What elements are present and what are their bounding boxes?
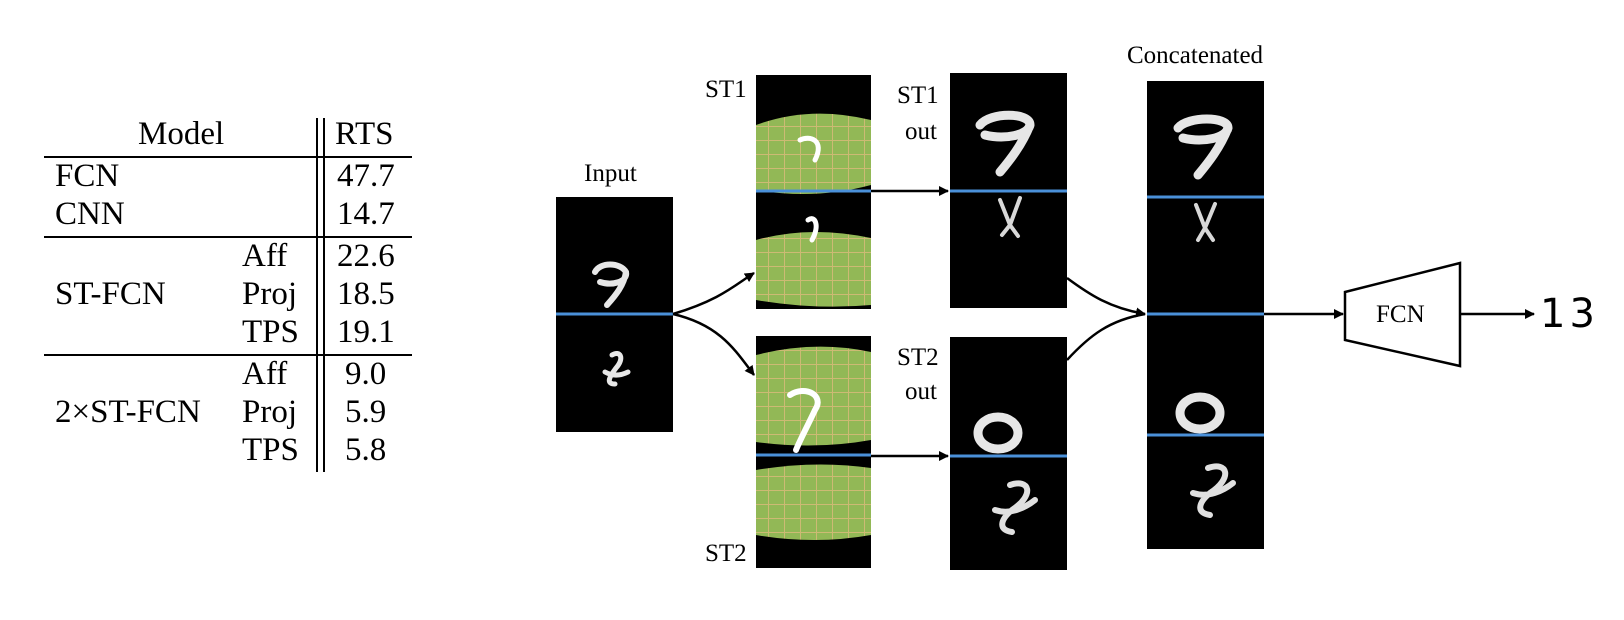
table-rule-header	[44, 156, 412, 158]
table-double-rule-left	[316, 118, 318, 472]
table-cell-rts: 14.7	[337, 196, 395, 232]
arrow-st1out-to-concat	[1066, 276, 1146, 318]
st2-out-label-bottom: out	[905, 378, 937, 405]
table-cell-rts: 18.5	[337, 276, 395, 312]
input-panel	[556, 197, 673, 432]
table-cell-variant: Proj	[242, 276, 298, 312]
fcn-block	[1343, 261, 1462, 368]
table-cell-rts: 5.8	[345, 432, 387, 468]
arrow-input-to-st1	[672, 271, 755, 316]
table-rule-group1	[44, 236, 412, 238]
st1-out-label-bottom: out	[905, 118, 937, 145]
table-cell-variant: Aff	[242, 356, 288, 392]
output-value: 13	[1540, 291, 1599, 337]
table-cell-rts: 22.6	[337, 238, 395, 274]
results-table: Model RTS FCN CNN ST-FCN 2×ST-FCN Aff Pr…	[0, 0, 470, 620]
fcn-label: FCN	[1376, 301, 1425, 328]
st2-out-label-top: ST2	[897, 344, 939, 371]
st1-out-panel	[950, 73, 1067, 308]
table-cell-rts: 9.0	[345, 356, 387, 392]
table-cell-rts: 5.9	[345, 394, 387, 430]
table-cell-model: ST-FCN	[55, 276, 166, 312]
table-rule-group2	[44, 354, 412, 356]
st1-out-label-top: ST1	[897, 82, 939, 109]
arrow-st2out-to-concat	[1066, 312, 1146, 361]
table-cell-model: CNN	[55, 196, 125, 232]
table-cell-variant: Aff	[242, 238, 288, 274]
concatenated-label: Concatenated	[1127, 42, 1264, 69]
st2-label: ST2	[705, 540, 747, 567]
table-cell-rts: 19.1	[337, 314, 395, 350]
table-header-rts: RTS	[335, 116, 394, 152]
concatenated-panel	[1147, 81, 1264, 549]
st2-panel	[756, 336, 871, 568]
table-cell-model: FCN	[55, 158, 120, 194]
st1-panel	[756, 75, 871, 309]
st1-label: ST1	[705, 76, 747, 103]
table-header-model: Model	[138, 116, 225, 152]
table-cell-variant: Proj	[242, 394, 298, 430]
table-cell-model: 2×ST-FCN	[55, 394, 201, 430]
table-cell-variant: TPS	[242, 432, 299, 468]
table-double-rule-right	[323, 118, 325, 472]
arrow-input-to-st2	[672, 312, 755, 376]
st2-out-panel	[950, 337, 1067, 570]
input-label: Input	[584, 160, 637, 187]
table-cell-rts: 47.7	[337, 158, 395, 194]
table-cell-variant: TPS	[242, 314, 299, 350]
